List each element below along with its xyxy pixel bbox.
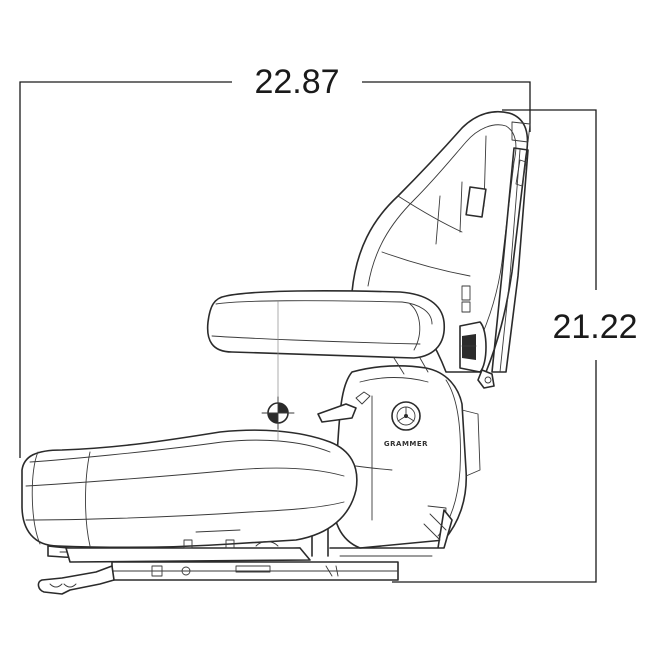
brand-badge: GRAMMER xyxy=(384,401,428,448)
recline-knob xyxy=(459,321,495,389)
center-of-gravity-marker xyxy=(261,300,295,440)
height-dimension: 21.22 xyxy=(392,109,638,583)
seat-base xyxy=(65,509,453,563)
brand-logo-text: GRAMMER xyxy=(384,440,428,448)
side-housing xyxy=(311,365,481,557)
height-dimension-label: 21.22 xyxy=(552,308,637,346)
backrest xyxy=(351,110,531,373)
fore-aft-lever xyxy=(37,565,115,595)
width-dimension-label: 22.87 xyxy=(254,63,339,101)
armrest xyxy=(206,290,445,375)
slide-rail xyxy=(111,561,399,581)
width-dimension: 22.87 xyxy=(19,63,531,458)
